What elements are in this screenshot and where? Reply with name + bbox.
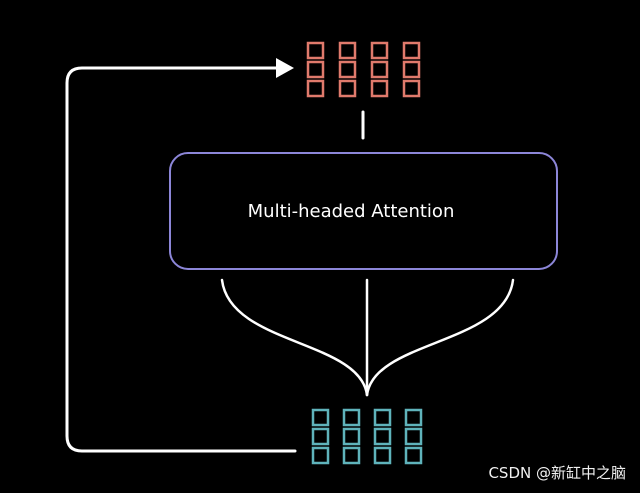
fan-curve-right: [365, 278, 515, 397]
output-vector-cell: [402, 41, 421, 60]
output-vector-cell: [370, 60, 389, 79]
output-vector-cell: [306, 60, 325, 79]
input-vector-cell: [373, 427, 392, 446]
input-fan-curves: [220, 278, 515, 397]
attention-block-label: Multi-headed Attention: [248, 201, 455, 222]
input-vector-cell: [342, 408, 361, 427]
input-vector-cell: [311, 427, 330, 446]
output-vector: [370, 41, 389, 98]
output-vector-cell: [306, 41, 325, 60]
output-vector: [306, 41, 325, 98]
arrow-head-icon: [276, 58, 294, 78]
input-vector: [373, 408, 392, 465]
watermark-text: CSDN @新缸中之脑: [488, 464, 626, 482]
output-vector: [402, 41, 421, 98]
output-vector-cell: [370, 41, 389, 60]
input-vector-cell: [373, 408, 392, 427]
input-vector-cell: [404, 427, 423, 446]
input-vector-cell: [373, 446, 392, 465]
input-vector-cell: [404, 408, 423, 427]
input-vector-cell: [311, 446, 330, 465]
output-vector-cell: [338, 41, 357, 60]
feedback-loop-line: [65, 66, 297, 453]
input-vector: [404, 408, 423, 465]
input-vector: [311, 408, 330, 465]
output-vector-cell: [338, 60, 357, 79]
output-vector-cell: [338, 79, 357, 98]
output-vector-cell: [402, 79, 421, 98]
output-vector-cell: [402, 60, 421, 79]
output-vector-cell: [306, 79, 325, 98]
input-vector-cell: [404, 446, 423, 465]
attention-block: Multi-headed Attention: [169, 152, 558, 270]
input-vector: [342, 408, 361, 465]
input-vectors: [311, 408, 423, 465]
output-vector-cell: [370, 79, 389, 98]
input-vector-cell: [311, 408, 330, 427]
output-vector: [338, 41, 357, 98]
output-vectors: [306, 41, 421, 98]
input-vector-cell: [342, 427, 361, 446]
fan-curve-left: [220, 278, 369, 397]
input-vector-cell: [342, 446, 361, 465]
feedback-loop-arrow: [65, 58, 297, 453]
attention-block-box: [169, 152, 558, 270]
